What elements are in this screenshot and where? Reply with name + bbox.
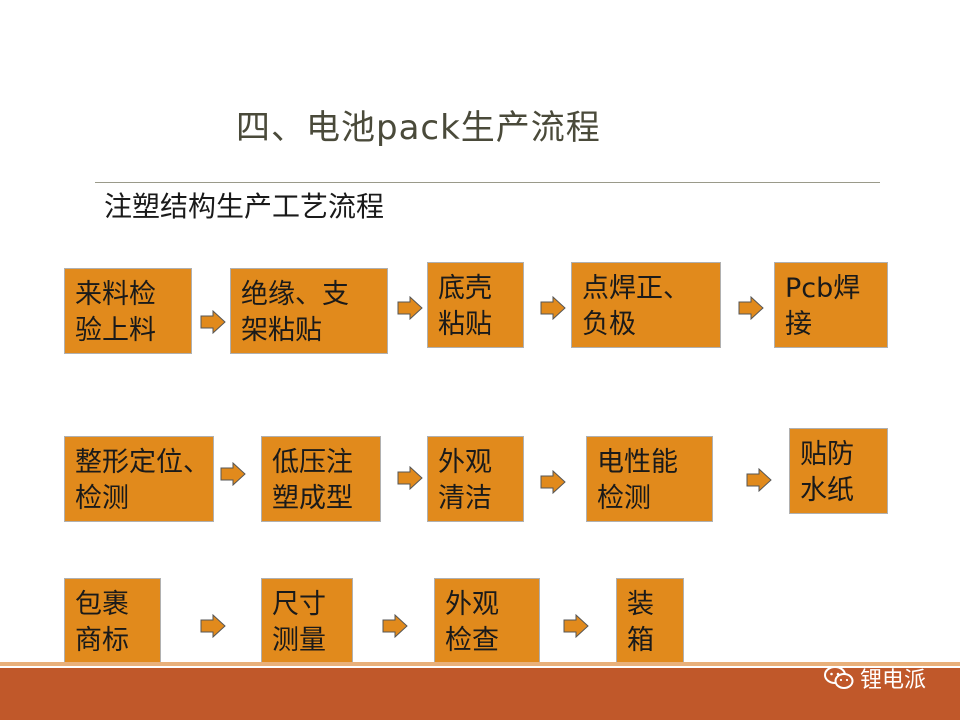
step-wrap-label: 包裹商标 <box>64 578 161 664</box>
flow-arrow-icon <box>200 614 226 638</box>
step-appearance-cleaning: 外观清洁 <box>427 436 524 522</box>
step-shaping-positioning: 整形定位、检测 <box>64 436 214 522</box>
watermark: 锂电派 <box>823 660 926 696</box>
section-subtitle: 注塑结构生产工艺流程 <box>104 190 385 223</box>
step-pcb-welding: Pcb焊接 <box>774 262 888 348</box>
watermark-text: 锂电派 <box>859 668 926 693</box>
title-divider <box>95 182 880 183</box>
step-dimension-measure: 尺寸测量 <box>261 578 353 664</box>
flow-arrow-icon <box>382 614 408 638</box>
page-title: 四、电池pack生产流程 <box>236 108 601 148</box>
flow-arrow-icon <box>563 614 589 638</box>
flow-arrow-icon <box>397 466 423 490</box>
flow-arrow-icon <box>540 296 566 320</box>
step-packing: 装箱 <box>616 578 684 664</box>
flow-arrow-icon <box>540 470 566 494</box>
flow-arrow-icon <box>738 296 764 320</box>
flow-arrow-icon <box>200 310 226 334</box>
flow-arrow-icon <box>397 296 423 320</box>
step-appearance-check: 外观检查 <box>434 578 540 664</box>
footer-band <box>0 662 960 720</box>
step-incoming-inspection: 来料检验上料 <box>64 268 192 354</box>
flow-arrow-icon <box>220 462 246 486</box>
step-bottom-shell: 底壳粘贴 <box>427 262 524 348</box>
step-electrical-test: 电性能检测 <box>586 436 713 522</box>
step-spot-welding: 点焊正、负极 <box>571 262 721 348</box>
wechat-icon <box>823 666 854 689</box>
step-low-pressure-molding: 低压注塑成型 <box>261 436 381 522</box>
step-insulation-bracket: 绝缘、支架粘贴 <box>230 268 388 354</box>
step-waterproof-paper: 贴防水纸 <box>789 428 888 514</box>
flow-arrow-icon <box>746 468 772 492</box>
